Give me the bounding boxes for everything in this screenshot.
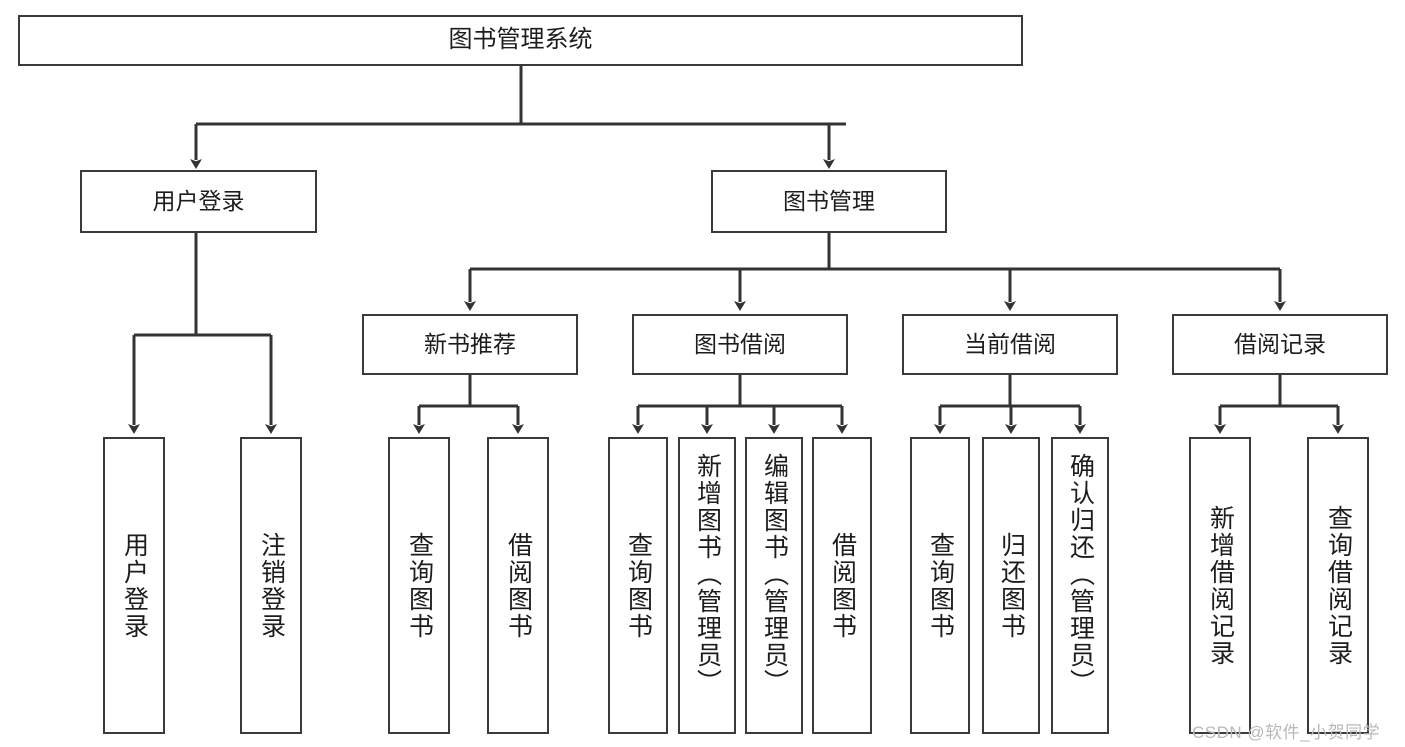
node-borrow-record[interactable]: 借阅记录 — [1172, 314, 1388, 375]
leaf-query-book-rec[interactable]: 查询图书 — [388, 437, 450, 734]
leaf-query-book-current[interactable]: 查询图书 — [910, 437, 970, 734]
leaf-add-book-admin[interactable]: 新增图书（管理员） — [678, 437, 736, 734]
node-book-management-label: 图书管理 — [783, 187, 875, 214]
leaf-user-login[interactable]: 用户登录 — [103, 437, 165, 734]
leaf-return-book-label: 归还图书 — [997, 531, 1026, 640]
leaf-confirm-return-admin-label: 确认归还（管理员） — [1066, 453, 1095, 696]
leaf-edit-book-admin[interactable]: 编辑图书（管理员） — [745, 437, 803, 734]
node-book-borrow-label: 图书借阅 — [694, 330, 786, 357]
leaf-return-book[interactable]: 归还图书 — [982, 437, 1040, 734]
node-user-login[interactable]: 用户登录 — [80, 170, 317, 233]
leaf-query-book-current-label: 查询图书 — [926, 531, 955, 640]
leaf-logout[interactable]: 注销登录 — [240, 437, 302, 734]
leaf-borrow-book-rec[interactable]: 借阅图书 — [487, 437, 549, 734]
leaf-add-book-admin-label: 新增图书（管理员） — [693, 453, 722, 696]
leaf-query-borrow-record-label: 查询借阅记录 — [1324, 504, 1353, 667]
leaf-query-book-borrow[interactable]: 查询图书 — [608, 437, 668, 734]
node-current-borrow-label: 当前借阅 — [964, 330, 1056, 357]
leaf-borrow-book[interactable]: 借阅图书 — [812, 437, 872, 734]
node-root[interactable]: 图书管理系统 — [18, 15, 1023, 66]
leaf-query-book-rec-label: 查询图书 — [405, 531, 434, 640]
node-book-management[interactable]: 图书管理 — [711, 170, 947, 233]
leaf-add-borrow-record-label: 新增借阅记录 — [1206, 504, 1235, 667]
leaf-edit-book-admin-label: 编辑图书（管理员） — [760, 453, 789, 696]
node-borrow-record-label: 借阅记录 — [1234, 330, 1326, 357]
leaf-borrow-book-rec-label: 借阅图书 — [504, 531, 533, 640]
leaf-add-borrow-record[interactable]: 新增借阅记录 — [1189, 437, 1251, 734]
node-root-label: 图书管理系统 — [448, 26, 593, 54]
leaf-borrow-book-label: 借阅图书 — [828, 531, 857, 640]
node-new-book-recommend-label: 新书推荐 — [424, 330, 516, 357]
leaf-confirm-return-admin[interactable]: 确认归还（管理员） — [1051, 437, 1109, 734]
node-current-borrow[interactable]: 当前借阅 — [902, 314, 1118, 375]
node-book-borrow[interactable]: 图书借阅 — [632, 314, 848, 375]
leaf-user-login-label: 用户登录 — [120, 531, 149, 640]
node-new-book-recommend[interactable]: 新书推荐 — [362, 314, 578, 375]
node-user-login-label: 用户登录 — [152, 187, 245, 214]
leaf-logout-label: 注销登录 — [257, 531, 286, 640]
leaf-query-book-borrow-label: 查询图书 — [624, 531, 653, 640]
leaf-query-borrow-record[interactable]: 查询借阅记录 — [1307, 437, 1369, 734]
watermark: CSDN @软件_小贺同学 — [1192, 723, 1381, 742]
